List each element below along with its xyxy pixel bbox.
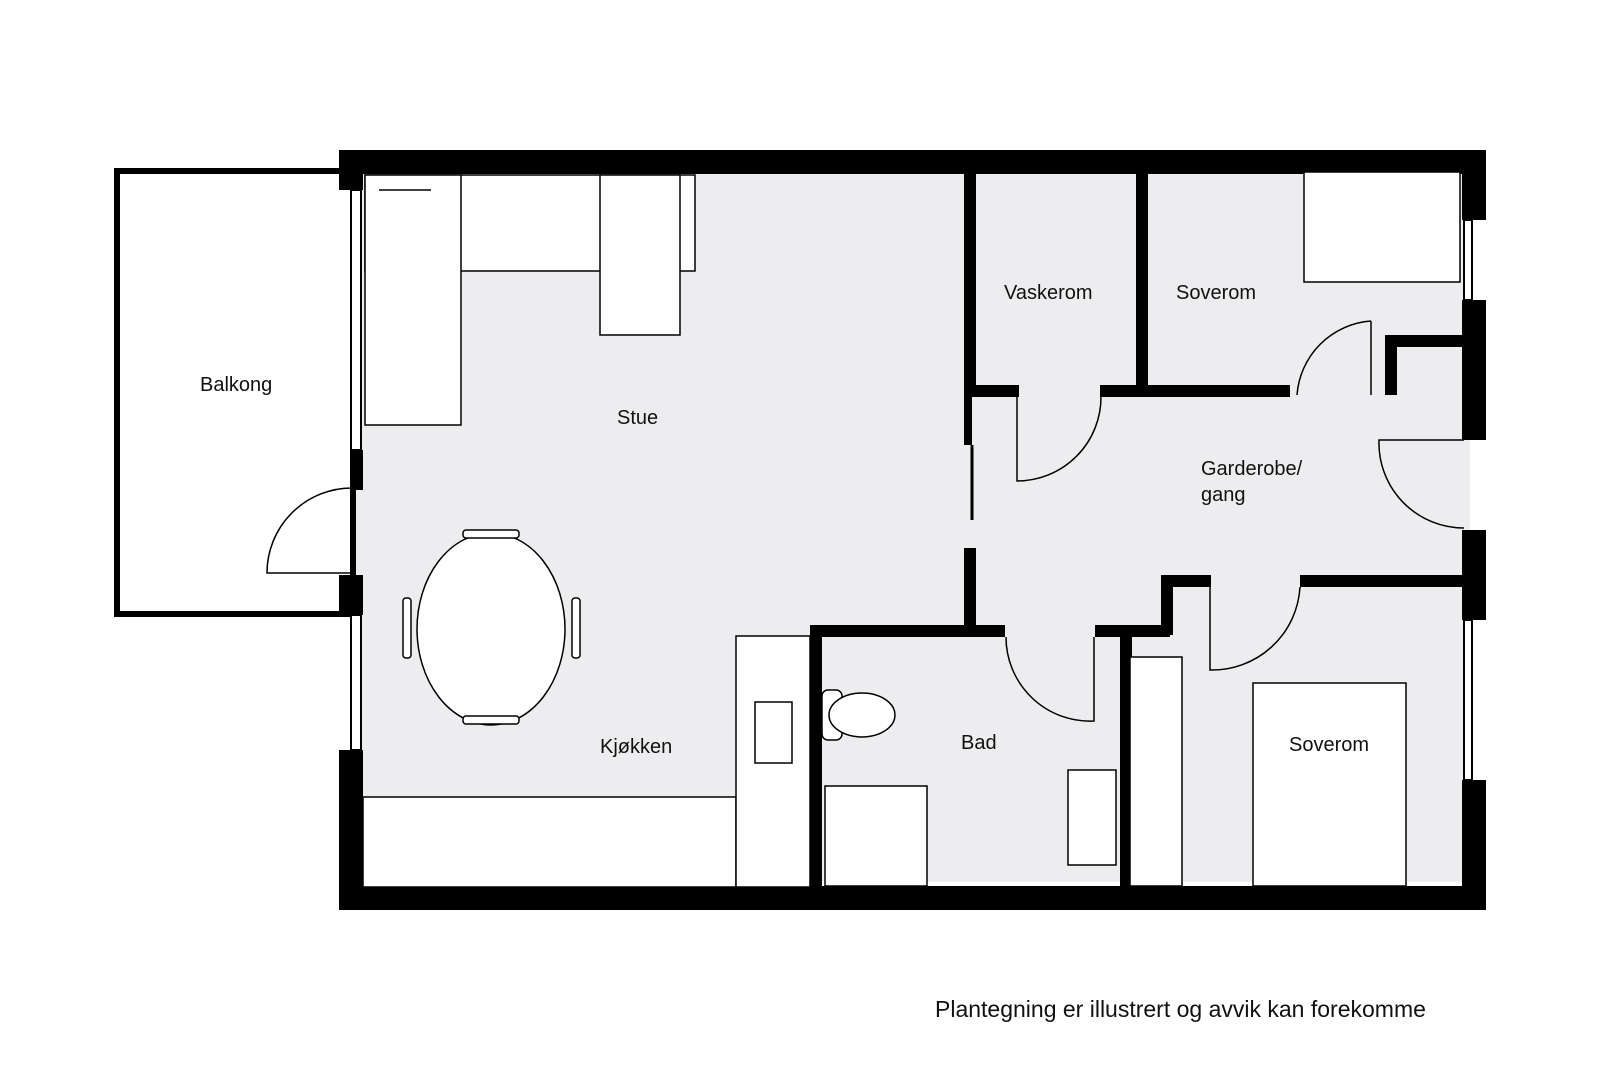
walls — [339, 150, 1486, 910]
bed-icon — [1129, 171, 1461, 887]
room-label-garderobe: Garderobe/ gang — [1201, 458, 1303, 506]
room-label-soverom-2: Soverom — [1289, 734, 1370, 756]
room-label-kjokken: Kjøkken — [600, 736, 673, 758]
room-label-bad: Bad — [961, 732, 997, 754]
bathroom-fixtures-icon — [821, 689, 1117, 887]
sofa-icon — [364, 174, 696, 426]
room-label-vaskerom: Vaskerom — [1004, 282, 1093, 304]
room-label-soverom-1: Soverom — [1176, 282, 1257, 304]
kitchen-counter-icon — [362, 635, 811, 888]
windows — [350, 189, 1473, 781]
room-label-balkong: Balkong — [200, 374, 273, 396]
doors — [266, 320, 1465, 722]
dining-table-icon — [402, 529, 581, 726]
disclaimer-text: Plantegning er illustrert og avvik kan f… — [935, 996, 1426, 1022]
balcony-outline — [114, 168, 356, 617]
room-label-stue: Stue — [617, 407, 659, 429]
